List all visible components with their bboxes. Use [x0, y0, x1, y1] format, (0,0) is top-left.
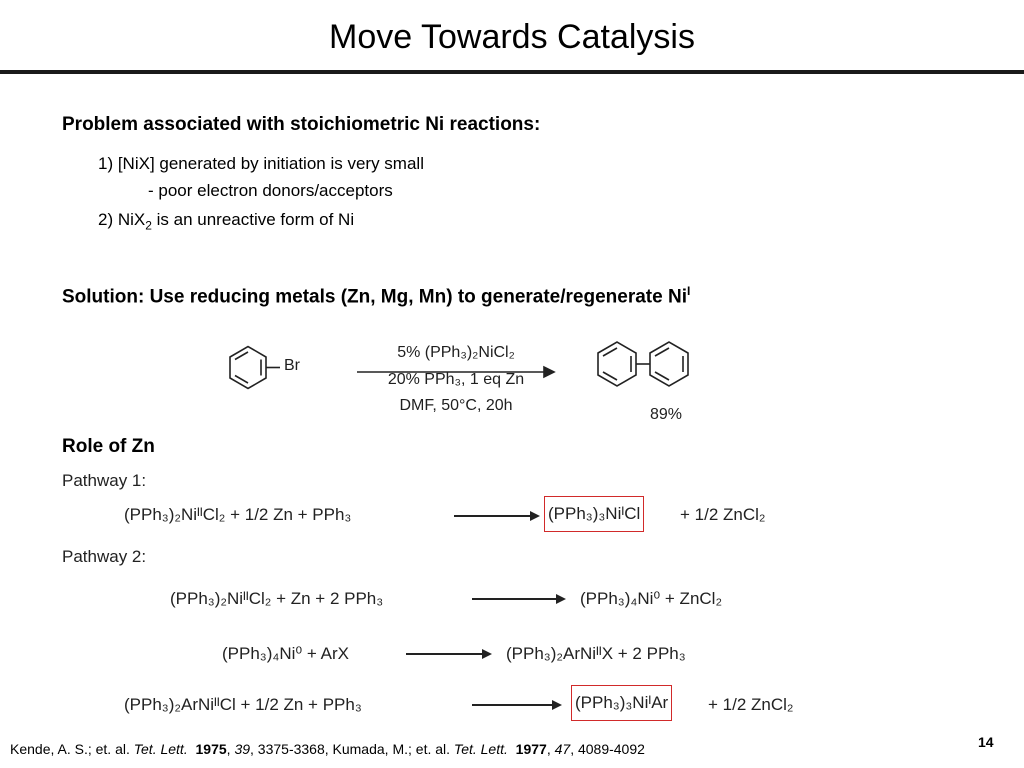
pathway-2a-products: (PPh₃)₄Ni⁰ + ZnCl₂	[580, 589, 723, 608]
problem-heading: Problem associated with stoichiometric N…	[62, 114, 541, 135]
citation-pages-1: , 3375-3368, Kumada, M.; et. al.	[250, 741, 454, 757]
pathway-1-reactants: (PPh₃)₂NiᴵᴵCl₂ + 1/2 Zn + PPh₃	[124, 505, 352, 524]
pathway-1-label: Pathway 1:	[62, 471, 147, 490]
solution-main: Solution: Use reducing metals (Zn, Mg, M…	[62, 286, 687, 308]
pathway-2-label: Pathway 2:	[62, 547, 147, 566]
pathway-2c-arrow	[472, 700, 562, 710]
pathway-1-product-boxed: (PPh₃)₃NiᴵCl	[544, 496, 645, 532]
citation-volume-2: 47	[554, 741, 571, 757]
solution-superscript: I	[686, 284, 691, 298]
citation-journal-1: Tet. Lett.	[133, 741, 188, 757]
pathway-2b-products: (PPh₃)₂ArNiᴵᴵX + 2 PPh₃	[506, 644, 686, 663]
problem-item-2-post: is an unreactive form of Ni	[151, 210, 355, 229]
pathway-2b-reactants: (PPh₃)₄Ni⁰ + ArX	[222, 644, 349, 663]
yield-label: 89%	[650, 406, 683, 423]
title-divider	[0, 70, 1024, 74]
pathway-2b-arrow	[406, 649, 492, 659]
slide-title: Move Towards Catalysis	[329, 18, 695, 56]
citation-year-2: 1977	[515, 741, 547, 757]
condition-line-3: DMF, 50°C, 20h	[399, 397, 513, 414]
pathway-2a-arrow	[472, 594, 566, 604]
pathway-2a-reactants: (PPh₃)₂NiᴵᴵCl₂ + Zn + 2 PPh₃	[170, 589, 384, 608]
biphenyl-structure	[597, 341, 689, 387]
citation-year-1: 1975	[195, 741, 227, 757]
bromobenzene-structure	[229, 345, 280, 390]
citation-pages-2: , 4089-4092	[570, 741, 645, 757]
condition-line-1: 5% (PPh₃)₂NiCl₂	[397, 344, 515, 361]
pathway-1-arrow	[454, 511, 540, 521]
citation-journal-2: Tet. Lett.	[453, 741, 508, 757]
page-number: 14	[978, 734, 994, 750]
bromo-label: Br	[284, 357, 300, 374]
problem-item-1: 1) [NiX] generated by initiation is very…	[98, 154, 424, 173]
solution-text: Solution: Use reducing metals (Zn, Mg, M…	[62, 284, 690, 308]
citation: Kende, A. S.; et. al. Tet. Lett. 1975 , 3…	[10, 741, 645, 757]
reaction-scheme	[229, 341, 689, 390]
problem-item-1-sub: - poor electron donors/acceptors	[148, 181, 393, 200]
citation-authors-1: Kende, A. S.; et. al.	[10, 741, 134, 757]
problem-item-2-pre: 2) NiX	[98, 210, 146, 229]
pathway-2c-byproduct: + 1/2 ZnCl₂	[708, 695, 794, 714]
condition-line-2: 20% PPh₃, 1 eq Zn	[387, 371, 525, 388]
problem-item-2: 2) NiX2 is an unreactive form of Ni	[98, 210, 354, 232]
citation-volume-1: 39	[234, 741, 251, 757]
pathway-2c-reactants: (PPh₃)₂ArNiᴵᴵCl + 1/2 Zn + PPh₃	[124, 695, 362, 714]
arrow-reaction	[357, 365, 556, 379]
pathway-1-byproduct: + 1/2 ZnCl₂	[680, 505, 766, 524]
role-heading: Role of Zn	[62, 436, 155, 457]
pathway-2c-product-boxed: (PPh₃)₃NiᴵAr	[571, 685, 673, 721]
problem-item-2-subscript: 2	[145, 218, 152, 233]
